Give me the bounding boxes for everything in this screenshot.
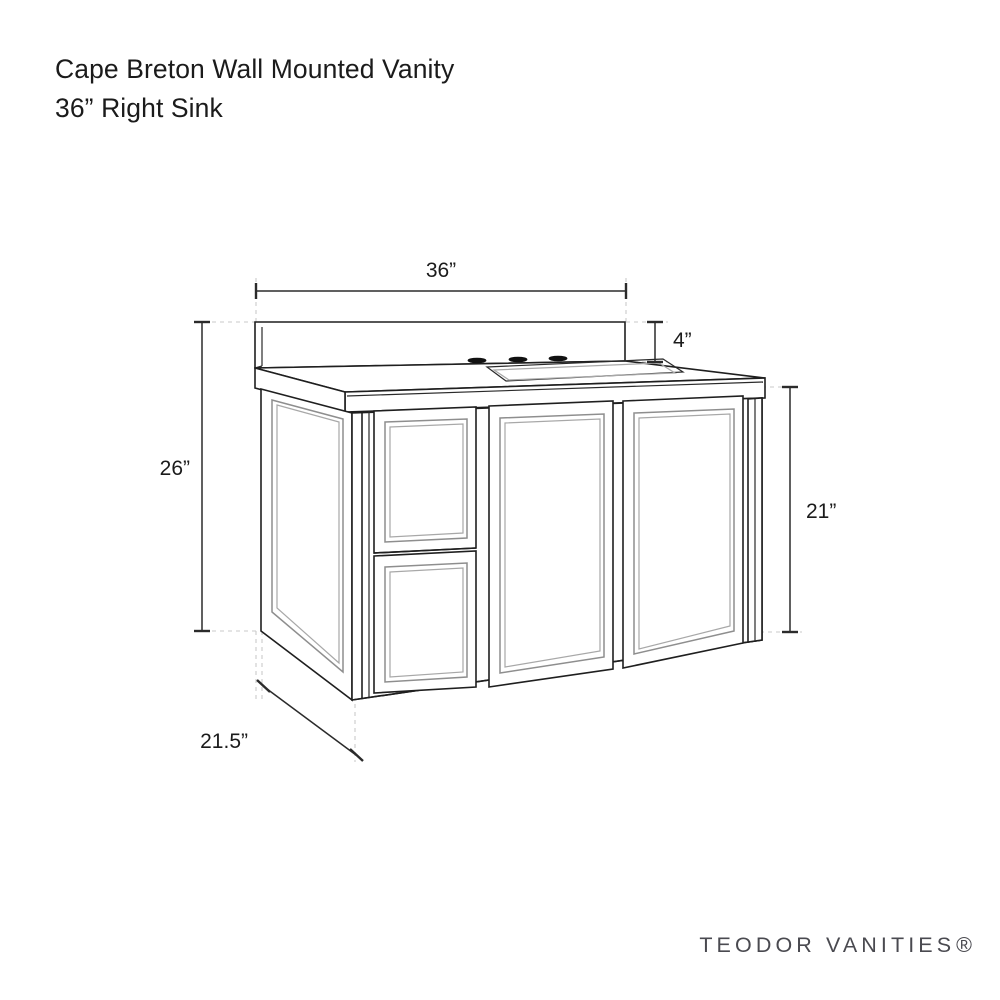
title-block: Cape Breton Wall Mounted Vanity 36” Righ… [55,50,695,128]
sink-basin [485,358,685,382]
countertop [254,360,766,414]
drawer-divider-rail [373,547,477,554]
cabinet-side-panel [260,387,353,702]
page-title-line-2: 36” Right Sink [55,93,223,123]
cabinet-right-edge [747,397,763,643]
dimension-label-height: 26” [160,457,190,480]
dimension-cabinet-height-21: 21” [782,385,836,634]
drawer-lower [373,550,477,694]
brand-logo: TEODOR VANITIES ® [699,933,972,958]
dimension-depth-21-5: 21.5” [200,679,364,762]
dimension-label-width: 36” [426,259,456,282]
faucet-hole-left [467,357,487,364]
dimension-label-backsplash: 4” [673,329,692,352]
brand-registered-mark: ® [956,933,972,957]
faucet-hole-right [548,355,568,362]
backsplash [254,321,626,369]
cabinet-door-right [622,395,744,669]
dimension-backsplash-4: 4” [647,320,692,364]
cabinet-door-middle [488,400,614,688]
drawer-upper [373,406,477,554]
dimension-height-26: 26” [160,320,210,633]
dimension-width-36: 36” [254,259,628,299]
page-title-line-1: Cape Breton Wall Mounted Vanity [55,54,455,84]
cabinet-left-stile [361,411,370,698]
faucet-hole-center [508,356,528,363]
brand-name: TEODOR VANITIES [699,933,956,957]
dimension-label-cabinet-height: 21” [806,500,836,523]
faucet-holes [467,355,568,364]
dimension-label-depth: 21.5” [200,730,248,753]
